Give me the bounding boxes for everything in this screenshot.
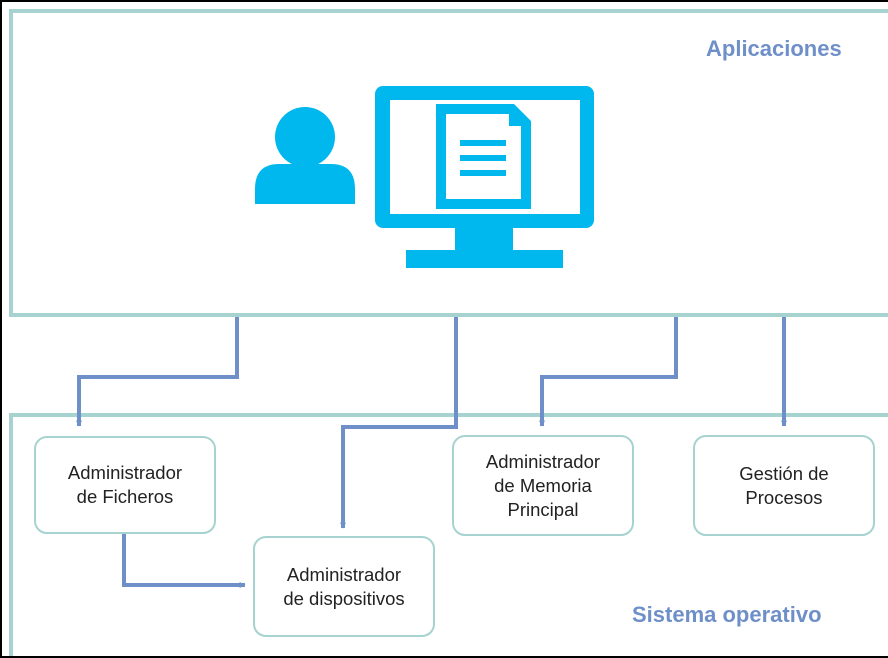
- device-manager-box: Administrador de dispositivos: [253, 536, 435, 637]
- process-manager-box: Gestión de Procesos: [693, 435, 875, 536]
- connector-files-to-devices: [122, 534, 246, 588]
- applications-title: Aplicaciones: [706, 36, 842, 61]
- document-icon: [436, 104, 531, 209]
- connector-apps-to-memory: [539, 317, 678, 427]
- operating-system-title: Sistema operativo: [632, 602, 822, 627]
- user-icon: [255, 107, 355, 204]
- connector-apps-to-files: [76, 317, 239, 427]
- memory-manager-box: Administrador de Memoria Principal: [452, 435, 634, 536]
- file-manager-box: Administrador de Ficheros: [34, 436, 216, 534]
- connector-apps-to-devices: [340, 317, 458, 529]
